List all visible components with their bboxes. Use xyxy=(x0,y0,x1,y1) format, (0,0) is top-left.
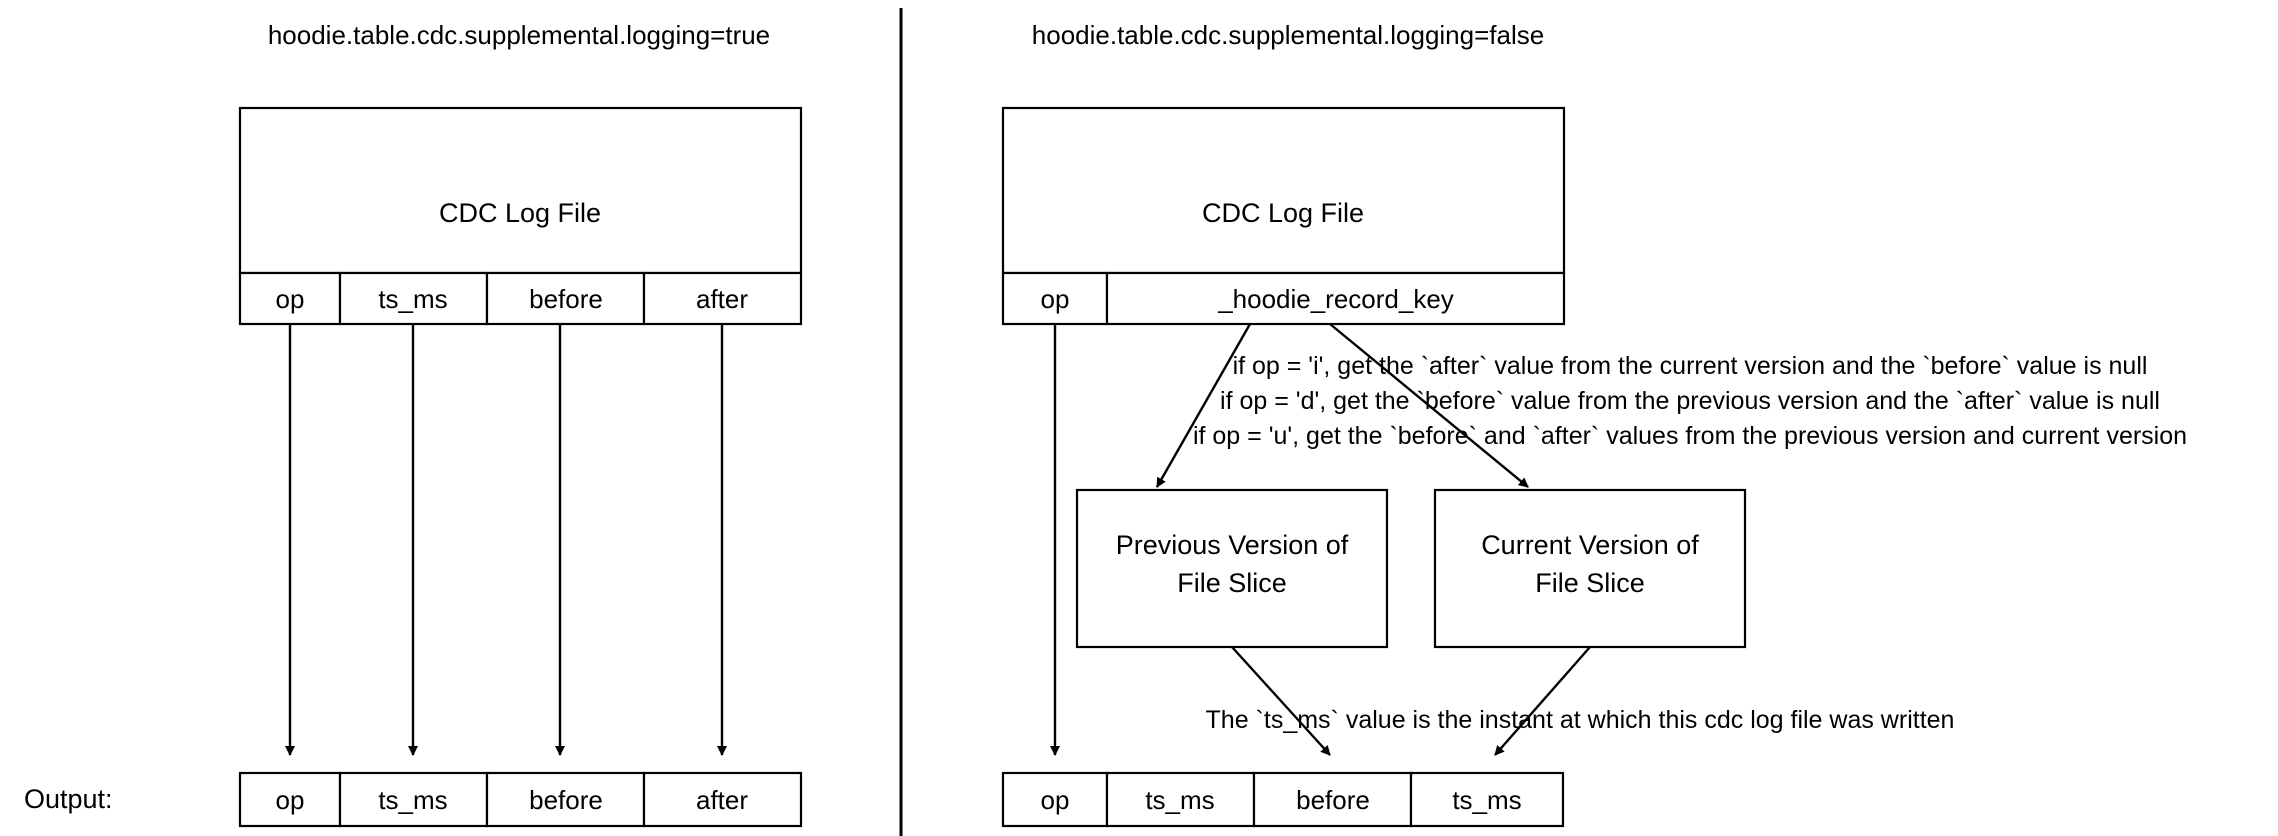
previous-version-file-slice-line1: Previous Version of xyxy=(1116,530,1349,560)
cdc-column-label-hoodie-record-key: _hoodie_record_key xyxy=(1217,284,1454,314)
output-cell xyxy=(1001,771,1109,828)
previous-version-file-slice-line2: File Slice xyxy=(1177,568,1287,598)
note-line-ts-ms: The `ts_ms` value is the instant at whic… xyxy=(1206,706,1955,734)
cdc-column-cell xyxy=(1105,271,1566,326)
cdc-column-label-ts-ms: ts_ms xyxy=(378,284,447,314)
output-label-op-right: op xyxy=(1041,785,1070,815)
output-label-before: before xyxy=(529,785,603,815)
current-version-file-slice-line2: File Slice xyxy=(1535,568,1645,598)
panel-title-right: hoodie.table.cdc.supplemental.logging=fa… xyxy=(1032,20,1544,50)
output-label-ts-ms-right: ts_ms xyxy=(1145,785,1214,815)
cdc-column-label-op: op xyxy=(276,284,305,314)
connector-previous-to-before xyxy=(1231,646,1331,756)
cdc-column-cell xyxy=(485,271,646,326)
current-version-file-slice-line1: Current Version of xyxy=(1481,530,1699,560)
note-line-insert: if op = 'i', get the `after` value from … xyxy=(1233,352,2148,380)
cdc-column-label-after: after xyxy=(696,284,748,314)
output-label-ts-ms-2-right: ts_ms xyxy=(1452,785,1521,815)
output-label-left: Output: xyxy=(24,784,113,814)
panel-title-left: hoodie.table.cdc.supplemental.logging=tr… xyxy=(268,20,770,50)
output-cell xyxy=(1409,771,1565,828)
connector-current-to-ts-ms xyxy=(1494,646,1591,756)
cdc-column-cell xyxy=(338,271,489,326)
output-label-before-right: before xyxy=(1296,785,1370,815)
cdc-log-file-box-right xyxy=(1001,106,1566,275)
output-cell xyxy=(642,771,803,828)
note-line-delete: if op = 'd', get the `before` value from… xyxy=(1220,387,2160,415)
cdc-column-label-before: before xyxy=(529,284,603,314)
output-cell xyxy=(485,771,646,828)
output-label-after: after xyxy=(696,785,748,815)
output-label-op: op xyxy=(276,785,305,815)
connector-to-current-version xyxy=(1329,323,1529,488)
connector-to-previous-version xyxy=(1155,323,1252,488)
output-cell xyxy=(1105,771,1256,828)
output-label-ts-ms: ts_ms xyxy=(378,785,447,815)
note-line-update: if op = 'u', get the `before` and `after… xyxy=(1193,422,2187,450)
current-version-file-slice-box xyxy=(1433,488,1747,649)
previous-version-file-slice-box xyxy=(1075,488,1389,649)
output-cell xyxy=(238,771,342,828)
cdc-column-cell xyxy=(1001,271,1109,326)
cdc-log-file-label-left: CDC Log File xyxy=(439,198,601,228)
cdc-log-file-label-right: CDC Log File xyxy=(1202,198,1364,228)
cdc-column-label-op-right: op xyxy=(1041,284,1070,314)
output-cell xyxy=(1252,771,1413,828)
cdc-log-file-box-left xyxy=(238,106,803,275)
